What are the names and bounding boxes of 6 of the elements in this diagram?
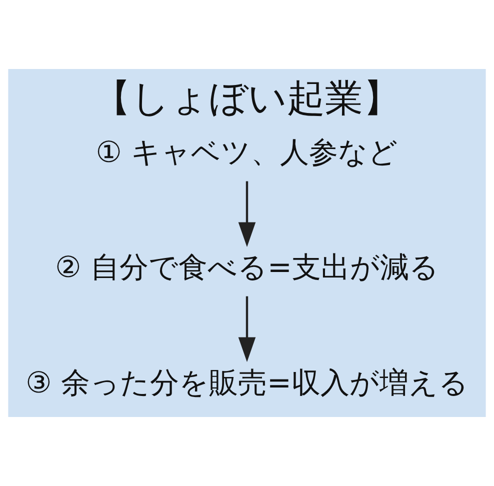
node-text: ③ 余った分を販売=収入が増える <box>26 365 468 400</box>
arrow <box>238 181 256 247</box>
diagram-title: 【しょぼい起業】 <box>93 76 401 120</box>
node-text: ① キャベツ、人参など <box>96 135 398 170</box>
arrow <box>238 296 256 362</box>
node-text: ② 自分で食べる=支出が減る <box>55 250 439 284</box>
